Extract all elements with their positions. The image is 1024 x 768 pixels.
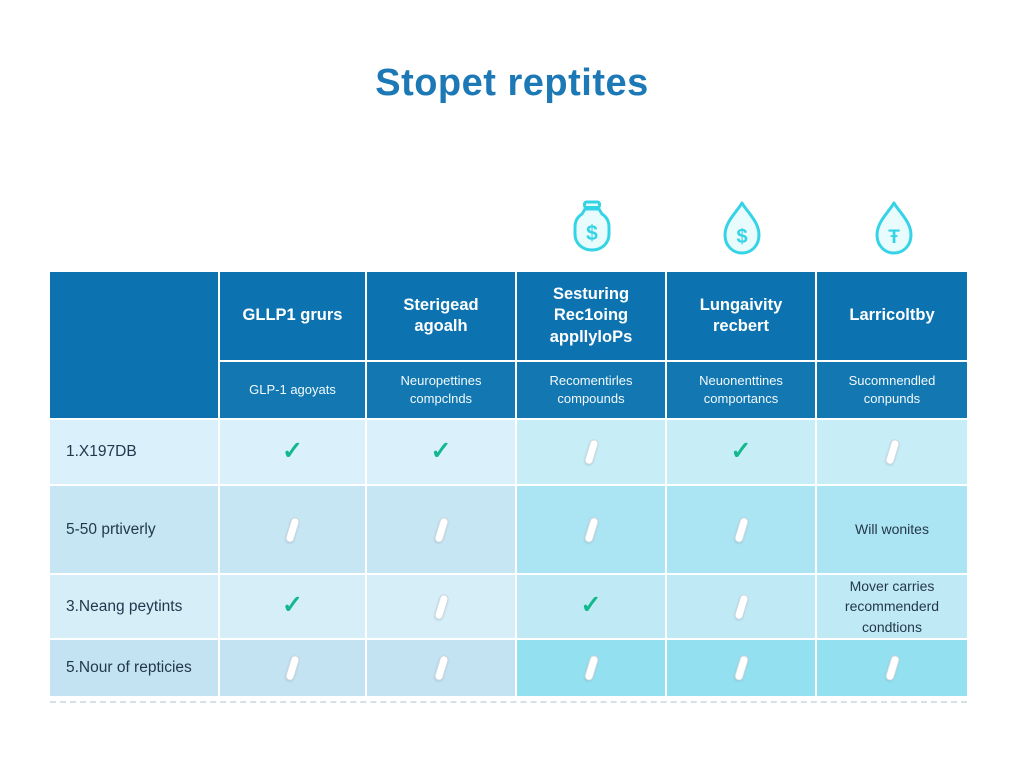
table-shadow-line <box>50 701 967 703</box>
column-header: Larricoltby <box>817 272 967 360</box>
slash-icon <box>582 654 600 682</box>
dollar-glyph: $ <box>736 226 747 248</box>
money-drop-icon: $ <box>720 200 764 261</box>
dollar-glyph: $ <box>586 222 598 245</box>
table-cell <box>220 640 365 696</box>
row-label: 5.Nour of repticies <box>50 640 218 696</box>
check-icon: ✓ <box>730 436 752 465</box>
slash-icon <box>732 592 750 621</box>
table-cell <box>667 486 815 573</box>
table-cell: Will wonites <box>817 486 967 573</box>
table-cell: ✓ <box>367 420 515 484</box>
row-label: 5-50 prtiverly <box>50 486 218 573</box>
slash-icon <box>732 515 750 544</box>
column-subheader: GLP-1 agoyats <box>220 362 365 418</box>
column-header: GLLP1 grurs <box>220 272 365 360</box>
currency-drop-icon: Ŧ <box>872 200 916 261</box>
table-cell <box>367 575 515 638</box>
slash-icon <box>284 654 301 682</box>
table-cell: ✓ <box>220 420 365 484</box>
table-cell <box>517 420 665 484</box>
table-cell: ✓ <box>667 420 815 484</box>
slash-icon <box>284 515 301 544</box>
table-cell <box>817 640 967 696</box>
table-cell <box>817 420 967 484</box>
slash-icon <box>883 654 901 682</box>
table-cell <box>220 486 365 573</box>
row-label: 1.X197DB <box>50 420 218 484</box>
table-cell: Mover carries recommenderd condtions <box>817 575 967 638</box>
slash-icon <box>432 592 450 621</box>
table-cell <box>367 640 515 696</box>
table-cell <box>517 486 665 573</box>
column-subheader: Neuonenttines comportancs <box>667 362 815 418</box>
row-label: 3.Neang peytints <box>50 575 218 638</box>
column-header: Lungaivity recbert <box>667 272 815 360</box>
slash-icon <box>582 438 600 466</box>
slash-icon <box>883 438 901 466</box>
table-cell <box>667 575 815 638</box>
table-cell <box>367 486 515 573</box>
check-icon: ✓ <box>282 436 303 465</box>
check-icon: ✓ <box>430 436 452 465</box>
table-cell: ✓ <box>517 575 665 638</box>
table-cell: ✓ <box>220 575 365 638</box>
currency-glyph: Ŧ <box>888 227 900 248</box>
column-subheader: Sucomnendled conpunds <box>817 362 967 418</box>
column-header: Sterigead agoalh <box>367 272 515 360</box>
slash-icon <box>432 654 450 682</box>
slash-icon <box>732 654 750 682</box>
column-subheader: Neuropettines compclnds <box>367 362 515 418</box>
slash-icon <box>432 515 450 544</box>
money-jar-icon: $ <box>568 200 616 259</box>
table-cell <box>517 640 665 696</box>
column-header: Sesturing Rec1oing appllyloPs <box>517 272 665 360</box>
check-icon: ✓ <box>580 591 602 619</box>
column-subheader: Recomentirles compounds <box>517 362 665 418</box>
page-title: Stopet reptites <box>375 62 649 104</box>
check-icon: ✓ <box>282 591 303 619</box>
comparison-table: GLLP1 grurs Sterigead agoalh Sesturing R… <box>50 272 967 696</box>
table-cell <box>667 640 815 696</box>
corner-cell <box>50 272 218 418</box>
slash-icon <box>582 515 600 544</box>
